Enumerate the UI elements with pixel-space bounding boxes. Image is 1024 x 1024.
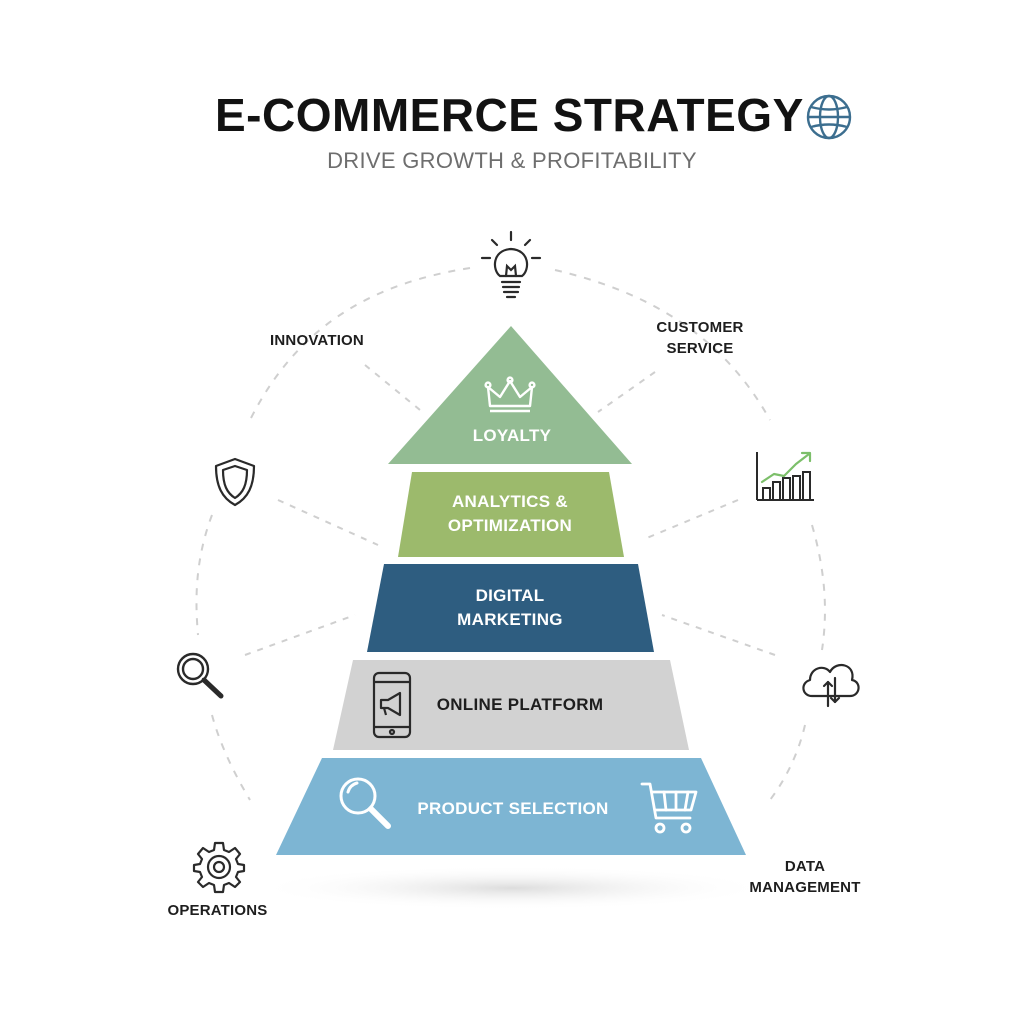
data-management-label-line1: DATA <box>784 858 826 875</box>
magnifier-icon <box>339 777 391 829</box>
tier-product-selection-label: PRODUCT SELECTION <box>417 799 609 818</box>
bar-chart-icon <box>756 451 814 501</box>
crown-icon <box>484 376 536 413</box>
shopping-cart-icon <box>640 782 698 834</box>
pyramid <box>276 326 746 855</box>
gear-icon <box>192 841 246 894</box>
tier-analytics-label-line2: OPTIMIZATION <box>447 516 573 535</box>
shield-icon <box>214 457 256 507</box>
tier-loyalty <box>388 326 632 464</box>
tier-product-selection <box>276 758 746 855</box>
tier-analytics <box>398 472 624 557</box>
tier-online-platform-label: ONLINE PLATFORM <box>436 695 604 714</box>
cloud-sync-icon <box>802 663 860 708</box>
page-title: E-COMMERCE STRATEGY <box>215 89 804 141</box>
tier-online-platform <box>333 660 689 750</box>
connector-lines <box>244 364 776 656</box>
tier-digital-marketing-label-line1: DIGITAL <box>475 586 545 605</box>
tier-digital-marketing-label-line2: MARKETING <box>457 610 563 629</box>
globe-icon <box>806 94 852 140</box>
operations-label: OPERATIONS <box>167 902 268 919</box>
tier-analytics-label-line1: ANALYTICS & <box>451 492 569 511</box>
innovation-label: INNOVATION <box>270 332 364 349</box>
page-subtitle: DRIVE GROWTH & PROFITABILITY <box>327 148 697 173</box>
tier-loyalty-label: LOYALTY <box>472 426 552 445</box>
dashed-ring <box>195 267 826 801</box>
lightbulb-icon <box>480 230 542 299</box>
tier-digital-marketing <box>367 564 654 652</box>
search-icon <box>176 652 224 699</box>
customer-service-label-line1: CUSTOMER <box>656 319 744 336</box>
customer-service-label-line2: SERVICE <box>666 340 734 357</box>
smartphone-megaphone-icon <box>372 671 412 739</box>
data-management-label-line2: MANAGEMENT <box>749 879 861 896</box>
pyramid-shadow <box>252 866 772 910</box>
